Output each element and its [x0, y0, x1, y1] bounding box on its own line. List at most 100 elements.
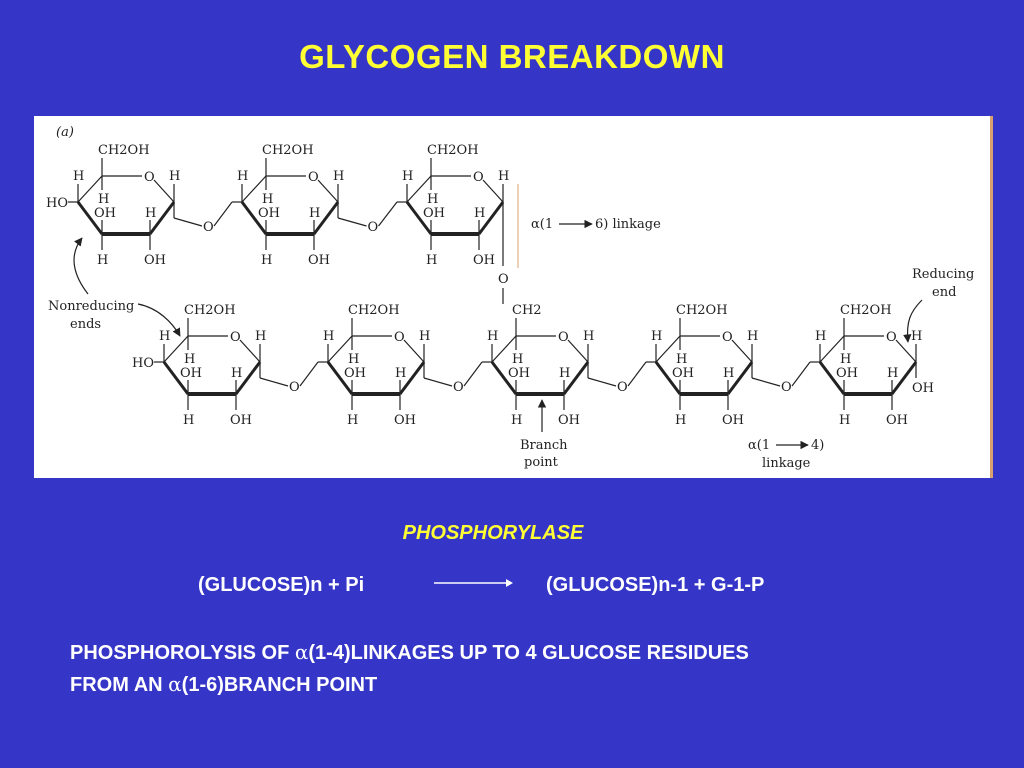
ring-bond: [153, 179, 175, 203]
h-label: H: [159, 329, 170, 344]
ring-bond: [317, 179, 339, 203]
glycosidic-bond: [423, 377, 453, 387]
oh-label: OH: [558, 413, 580, 428]
h-label: H: [887, 366, 898, 381]
glycosidic-bond: [463, 361, 483, 387]
oh-label: OH: [508, 366, 530, 381]
c6-group: CH2OH: [840, 303, 892, 318]
h-label: H: [261, 253, 272, 268]
reducing-label-2: end: [932, 285, 956, 300]
h-label: H: [426, 253, 437, 268]
nonreducing-arrow-top: [73, 237, 89, 295]
description-line2-prefix: FROM AN: [70, 674, 169, 696]
h-label: H: [98, 192, 109, 207]
description-line1-prefix: PHOSPHOROLYSIS OF: [70, 642, 295, 664]
ring-bond-bold: [312, 201, 340, 235]
ring-bond-bold: [234, 361, 262, 395]
h-label: H: [675, 413, 686, 428]
ring-bond-bold: [654, 361, 682, 395]
reaction-arrow-icon: [434, 579, 513, 587]
h-label: H: [395, 366, 406, 381]
nonreducing-arrow-bottom: [137, 303, 181, 337]
glycosidic-bond: [378, 201, 398, 227]
glycosidic-oxygen: O: [289, 380, 300, 395]
oh-label: OH: [722, 413, 744, 428]
h-label: H: [348, 352, 359, 367]
c1-group: OH: [912, 381, 934, 396]
c4-group: HO: [132, 356, 154, 371]
alpha16-suffix: 6) linkage: [595, 217, 661, 232]
ring-bond-bold: [726, 361, 754, 395]
glycosidic-bond: [751, 377, 781, 387]
h-label: H: [676, 352, 687, 367]
equation-products: (GLUCOSE)n-1 + G-1-P: [546, 574, 765, 596]
h-label: H: [169, 169, 180, 184]
h-label: H: [498, 169, 509, 184]
ring-bond: [327, 335, 353, 363]
h-label: H: [183, 413, 194, 428]
oh-label: OH: [94, 206, 116, 221]
h-label: H: [347, 413, 358, 428]
ring-bond: [819, 335, 845, 363]
h-label: H: [512, 352, 523, 367]
h-label: H: [474, 206, 485, 221]
branch-label-1: Branch: [520, 438, 568, 453]
ring-bond-bold: [162, 361, 190, 395]
ring-oxygen: O: [308, 170, 319, 185]
ring-bond-bold: [890, 361, 918, 395]
branch-oxygen: O: [498, 272, 509, 287]
ring-oxygen: O: [558, 330, 569, 345]
description-line2-suffix: (1-6)BRANCH POINT: [181, 674, 378, 696]
oh-label: OH: [672, 366, 694, 381]
h-label: H: [309, 206, 320, 221]
nonreducing-label-1: Nonreducing: [48, 299, 134, 314]
ring-bond-bold: [818, 361, 846, 395]
c6-group: CH2OH: [348, 303, 400, 318]
ring-oxygen: O: [230, 330, 241, 345]
ring-bond: [163, 335, 189, 363]
oh-label: OH: [394, 413, 416, 428]
alpha14-prefix: α(1: [748, 438, 770, 453]
ring-bond-bold: [148, 201, 176, 235]
h-label: H: [262, 192, 273, 207]
oh-label: OH: [473, 253, 495, 268]
description: PHOSPHOROLYSIS OF α(1-4)LINKAGES UP TO 4…: [70, 637, 970, 701]
h-label: H: [839, 413, 850, 428]
ring-bond-bold: [326, 361, 354, 395]
ring-bond-bold: [562, 361, 590, 395]
ring-oxygen: O: [886, 330, 897, 345]
h-label: H: [231, 366, 242, 381]
description-line-2: FROM AN α(1-6)BRANCH POINT: [70, 669, 970, 701]
glycosidic-oxygen: O: [203, 220, 214, 235]
glycosidic-bond: [791, 361, 811, 387]
ring-bond-bold: [240, 201, 268, 235]
h-label: H: [184, 352, 195, 367]
oh-label: OH: [180, 366, 202, 381]
ring-bond-bold: [76, 201, 104, 235]
c6-group: CH2OH: [98, 143, 150, 158]
reducing-label-1: Reducing: [912, 267, 974, 282]
ring-oxygen: O: [394, 330, 405, 345]
glycosidic-bond: [213, 201, 233, 227]
h-label: H: [840, 352, 851, 367]
glycosidic-oxygen: O: [368, 220, 379, 235]
oh-label: OH: [886, 413, 908, 428]
h-label: H: [73, 169, 84, 184]
slide-title: GLYCOGEN BREAKDOWN: [299, 38, 725, 75]
alpha-symbol-2: α: [168, 672, 182, 696]
h-label: H: [402, 169, 413, 184]
glycosidic-bond: [337, 217, 367, 227]
h-label: H: [255, 329, 266, 344]
ring-bond: [403, 339, 425, 363]
oh-label: OH: [144, 253, 166, 268]
glycosidic-bond: [627, 361, 647, 387]
c6-group: CH2: [512, 303, 542, 318]
ring-bond: [239, 339, 261, 363]
branch-label-2: point: [524, 455, 559, 470]
panel-label: (a): [56, 125, 74, 140]
nonreducing-label-2: ends: [70, 317, 101, 332]
ring-oxygen: O: [144, 170, 155, 185]
ring-bond: [241, 175, 267, 203]
h-label: H: [583, 329, 594, 344]
ring-oxygen: O: [722, 330, 733, 345]
